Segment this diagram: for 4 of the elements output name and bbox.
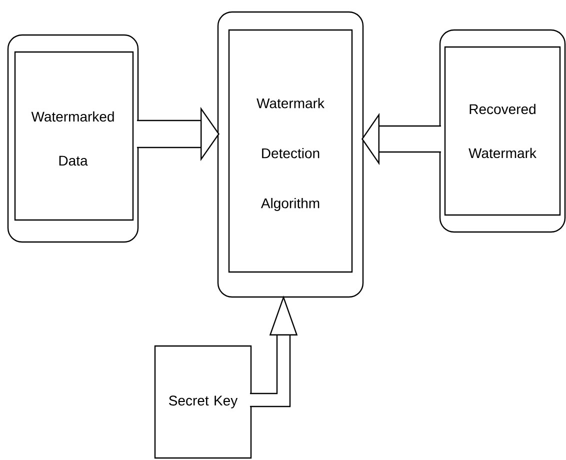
process-box: Recovered Watermark [439,29,566,233]
input-box: Secret Key [154,345,252,459]
process-box: Watermark Detection Algorithm [217,11,364,298]
process-box: Watermarked Data [7,34,139,243]
